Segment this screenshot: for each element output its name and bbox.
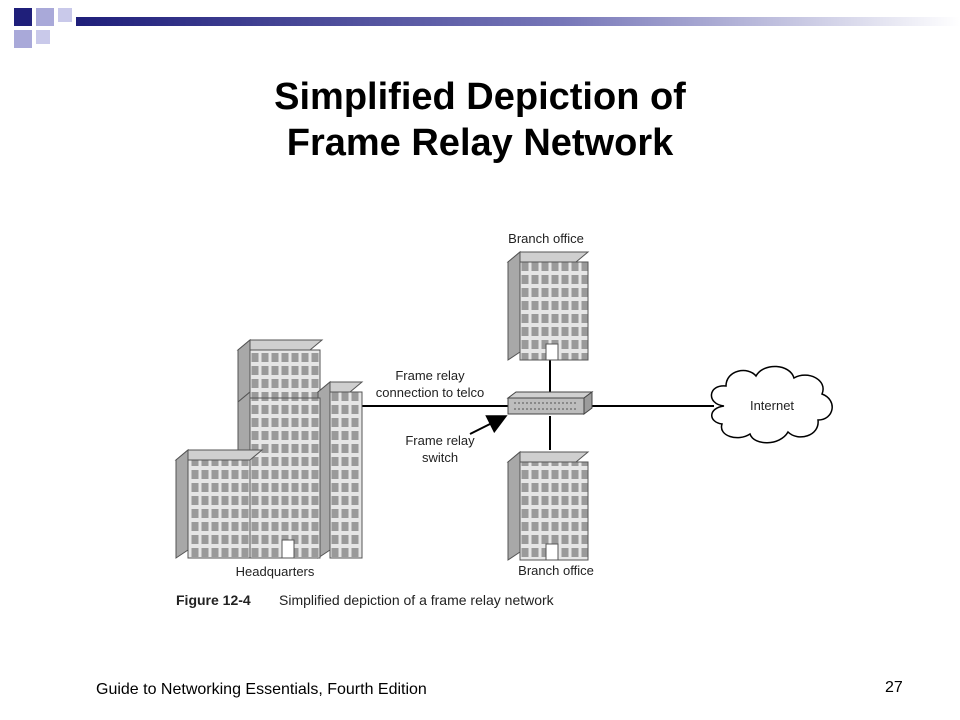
- figure-caption-text: Simplified depiction of a frame relay ne…: [279, 592, 555, 608]
- label-frame-relay-switch-line-1: Frame relay: [405, 433, 475, 448]
- header-square-dark: [14, 8, 32, 26]
- header-bar: [76, 17, 960, 26]
- branch-office-bottom-building-icon: [506, 450, 590, 561]
- figure-caption-number: Figure 12-4: [176, 592, 251, 608]
- label-branch-office-bottom: Branch office: [518, 563, 594, 578]
- label-internet: Internet: [750, 398, 794, 413]
- label-frame-relay-switch-line-2: switch: [422, 450, 458, 465]
- label-frame-relay-connection-line-2: connection to telco: [376, 385, 484, 400]
- slide-footer: Guide to Networking Essentials, Fourth E…: [96, 681, 427, 698]
- header-square-light-1: [36, 8, 54, 26]
- switch-pointer-arrow: [469, 415, 508, 435]
- header-square-light-4: [36, 30, 50, 44]
- slide-header-decoration: [14, 8, 960, 48]
- slide-title-line-1: Simplified Depiction of: [274, 76, 686, 118]
- branch-office-top-building-icon: [506, 250, 590, 361]
- header-square-light-2: [14, 30, 32, 48]
- headquarters-building-icon: [174, 338, 364, 559]
- internet-cloud-icon: [710, 365, 833, 444]
- slide-title: Simplified Depiction of Frame Relay Netw…: [0, 74, 960, 166]
- slide-title-line-2: Frame Relay Network: [286, 122, 674, 164]
- label-frame-relay-connection-line-1: Frame relay: [395, 368, 465, 383]
- label-branch-office-top: Branch office: [508, 231, 584, 246]
- slide-page-number: 27: [885, 679, 903, 696]
- label-headquarters: Headquarters: [236, 564, 315, 579]
- header-square-light-3: [58, 8, 72, 22]
- frame-relay-switch-icon: [506, 391, 594, 415]
